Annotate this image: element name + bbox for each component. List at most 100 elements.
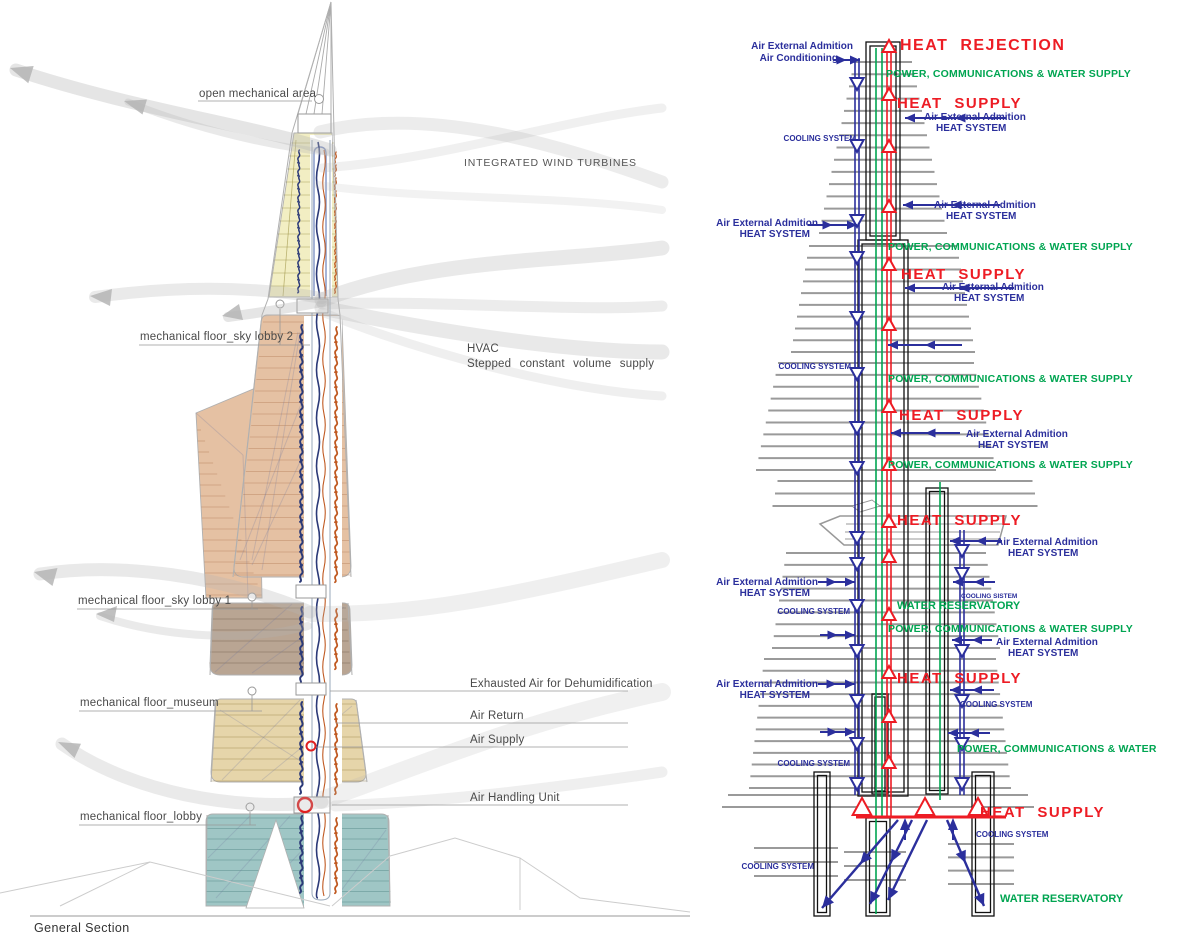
cooling-flow-arrow — [848, 251, 866, 267]
tower-skin-right — [330, 1, 391, 904]
duct-outline — [311, 140, 331, 901]
label-air-external-r1: Air External Admition — [924, 112, 1026, 123]
feeder-arrowhead — [959, 283, 970, 293]
heat-flow-arrow — [880, 315, 898, 331]
feeder-arrowhead — [845, 679, 855, 689]
cooling-flow-arrow — [953, 694, 971, 710]
cooling-flow-arrow — [848, 531, 866, 547]
label-mech-floor-lobby: mechanical floor_lobby — [80, 811, 202, 823]
label-power-1: POWER, COMMUNICATIONS & WATER SUPPLY — [886, 68, 1131, 80]
mechanical-floor-box — [297, 113, 332, 134]
label-heat-system-r4: HEAT SYSTEM — [978, 440, 1048, 451]
wind-flow-ribbon — [96, 612, 312, 640]
label-power-2: POWER, COMMUNICATIONS & WATER SUPPLY — [888, 241, 1133, 253]
feeder-arrowhead — [836, 55, 847, 65]
label-heat-supply-2: HEAT SUPPLY — [901, 266, 1026, 283]
air-supply-marker — [305, 740, 317, 752]
wind-arrowhead — [96, 606, 117, 622]
wind-flow-ribbon — [317, 103, 667, 173]
heat-flow-arrow — [880, 255, 898, 271]
label-cooling-l2: COOLING SYSTEM — [779, 362, 852, 371]
structure-line — [261, 331, 301, 571]
pile-feed-arrowhead — [891, 848, 902, 862]
cooling-flow-arrow — [848, 777, 866, 793]
leader-dot — [314, 94, 324, 104]
feeder-arrowhead — [950, 536, 960, 546]
mechanical-floor-boxes — [245, 94, 332, 814]
cooling-flow-arrow — [953, 737, 971, 753]
wind-flow-ribbon — [329, 766, 668, 812]
label-general-section: General Section — [34, 921, 130, 935]
label-cooling-l5: COOLING SYSTEM — [742, 862, 815, 871]
label-hvac-sub: Stepped constant volume supply — [467, 358, 654, 370]
podium-line — [519, 857, 691, 913]
core-strip — [304, 316, 342, 908]
structure-line — [207, 815, 251, 859]
duct-u-turn — [313, 146, 327, 296]
podium-line — [389, 837, 521, 910]
label-air-external-r3: Air External Admition — [942, 282, 1044, 293]
right-panel-labels: Air External Admition Air Conditioning H… — [716, 37, 1157, 905]
feeder-arrowhead — [826, 679, 837, 689]
pile-feed-arrowhead — [974, 892, 985, 906]
label-cooling-l3: COOLING SYSTEM — [778, 607, 851, 616]
leader-dot — [247, 686, 257, 696]
pile-feed-arrowhead — [860, 851, 873, 864]
label-air-external-r5: Air External Admition — [996, 537, 1098, 548]
feeder-arrowhead — [951, 200, 962, 210]
shaft-wall — [857, 239, 909, 797]
shaft-wall — [868, 820, 888, 914]
mechanical-floor-box — [295, 584, 327, 599]
label-air-supply: Air Supply — [470, 734, 524, 746]
wind-flow-ribbon — [302, 552, 670, 623]
shaft-wall — [928, 490, 946, 792]
label-heat-system-r2: HEAT SYSTEM — [946, 211, 1016, 222]
heat-flow-arrow — [880, 397, 898, 413]
cooling-flow-arrow — [848, 139, 866, 155]
label-heat-supply-4: HEAT SUPPLY — [897, 512, 1022, 529]
shaft-wall — [816, 774, 828, 914]
cooling-flow-arrow — [848, 214, 866, 230]
heat-flow-arrow — [880, 512, 898, 528]
feeder-arrowhead — [972, 685, 982, 695]
heat-flow-arrow — [880, 605, 898, 621]
feeder-arrowhead — [822, 220, 833, 230]
pile-feed-arrowhead — [888, 886, 899, 900]
wind-flow-ribbon — [316, 297, 668, 314]
feeder-arrowhead — [905, 113, 915, 123]
label-heat-system-r3: HEAT SYSTEM — [954, 293, 1024, 304]
cooling-flow-arrow — [848, 599, 866, 615]
feeder-arrowhead — [888, 340, 898, 350]
structure-line — [221, 699, 301, 781]
feeder-arrowhead — [948, 728, 958, 738]
structure-line — [214, 603, 293, 673]
label-air-return: Air Return — [470, 710, 524, 722]
podium-line — [331, 855, 391, 907]
podium-outlines — [0, 837, 691, 913]
cooling-flow-arrow — [848, 737, 866, 753]
wind-flow-ribbon — [9, 63, 337, 157]
heat-flow-arrow — [880, 197, 898, 213]
cooling-flow-arrow — [953, 544, 971, 560]
heat-flow-arrow — [850, 795, 874, 816]
feeder-arrowhead — [955, 113, 966, 123]
cooling-flow-arrow — [848, 694, 866, 710]
label-cooling-l1: COOLING SYSTEM — [784, 134, 857, 143]
cooling-flow-arrow — [848, 461, 866, 477]
label-cooling-r1: COOLING SYSTEM — [960, 700, 1033, 709]
feeder-arrowhead — [850, 55, 860, 65]
mechanical-floor-box — [296, 298, 329, 314]
label-water-reservatory-2: WATER RESERVATORY — [1000, 893, 1124, 905]
system-arrows — [808, 37, 1014, 909]
label-mech-floor-museum: mechanical floor_museum — [80, 697, 219, 709]
label-air-external-r4: Air External Admition — [966, 429, 1068, 440]
tower-core-duct — [297, 140, 339, 901]
feeder-arrowhead — [952, 635, 962, 645]
heat-flow-arrow — [880, 547, 898, 563]
label-heat-rejection: HEAT REJECTION — [900, 37, 1065, 54]
shaft-wall — [925, 487, 949, 795]
pile-feed-arrowhead — [822, 895, 835, 908]
shaft-wall — [813, 771, 831, 917]
wind-flow-ribbon — [313, 116, 669, 189]
lobby-zone — [205, 813, 391, 907]
